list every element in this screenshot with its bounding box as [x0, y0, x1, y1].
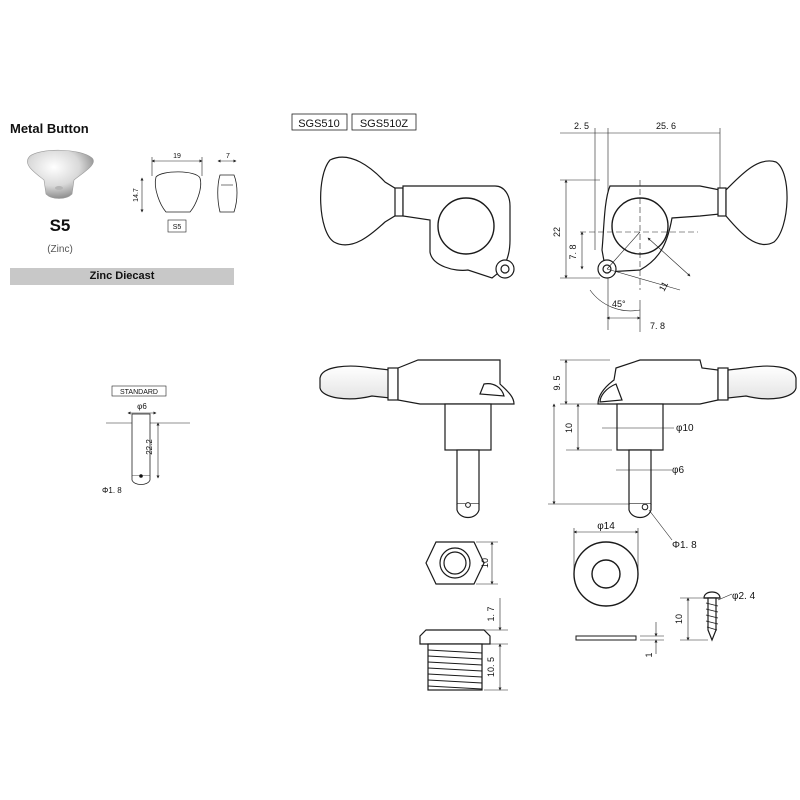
button-model-name: S5	[49, 216, 71, 235]
side-post-length-dim: 10	[564, 423, 574, 433]
standard-shaft-length: 22.2	[145, 439, 154, 455]
front-height-dim: 22	[552, 227, 562, 237]
front-offset-dim: 2. 5	[574, 121, 589, 131]
side-head-dim: 9. 5	[552, 375, 562, 390]
model-label-1: SGS510	[298, 118, 340, 130]
standard-hole-dia: Φ1. 8	[102, 486, 122, 495]
tuner-side-view-dimensioned: 9. 5 10 φ10 φ6 Φ1. 8	[548, 359, 797, 551]
washer: φ14	[573, 521, 639, 607]
material-band-label: Zinc Diecast	[89, 270, 155, 282]
screw-length-dim: 10	[674, 614, 684, 624]
front-length-dim: 25. 6	[656, 121, 676, 131]
section-title: Metal Button	[10, 121, 89, 136]
model-labels: SGS510 SGS510Z	[291, 113, 417, 131]
front-horizontal-dim: 7. 8	[650, 321, 665, 331]
side-post-dia-dim: φ10	[676, 423, 694, 434]
button-height-dim: 14.7	[133, 188, 140, 202]
front-angle-dim: 45°	[612, 299, 626, 309]
front-center-height-dim: 7. 8	[568, 244, 578, 259]
screw-dia-dim: φ2. 4	[732, 591, 756, 602]
tuner-front-view	[320, 156, 515, 279]
screw: 10 φ2. 4	[674, 591, 756, 642]
washer-side-view: 1	[575, 622, 664, 658]
hex-nut: 10	[425, 541, 498, 585]
standard-label: STANDARD	[120, 389, 158, 396]
material-band: Zinc Diecast	[10, 268, 234, 285]
front-diagonal-dim: 11	[657, 280, 670, 293]
standard-shaft-detail: STANDARD φ6 22.2 Φ1. 8	[102, 385, 190, 495]
button-width-dim: 19	[173, 153, 181, 160]
tuner-front-view-dimensioned: 2. 5 25. 6 22 7. 8 11 45° 7. 8	[552, 121, 788, 332]
bushing-flange-dim: 1. 7	[486, 606, 496, 621]
button-front-sketch: 19 14.7 S5	[133, 153, 203, 233]
standard-shaft-dia: φ6	[137, 402, 147, 411]
washer-dia-dim: φ14	[597, 521, 615, 532]
tuner-side-view	[319, 359, 515, 519]
nut-height-dim: 10	[480, 558, 490, 568]
button-tag: S5	[173, 224, 182, 231]
washer-thickness-dim: 1	[644, 652, 654, 657]
button-side-sketch: 7	[217, 153, 238, 213]
button-photo	[27, 149, 94, 199]
bushing-thread-dim: 10. 5	[486, 657, 496, 677]
button-thickness-dim: 7	[226, 153, 230, 160]
button-material: (Zinc)	[47, 244, 73, 255]
side-shaft-dia-dim: φ6	[672, 465, 684, 476]
bushing: 1. 7 10. 5	[419, 598, 508, 691]
side-hole-dia-dim: Φ1. 8	[672, 540, 697, 551]
model-label-2: SGS510Z	[360, 118, 409, 130]
